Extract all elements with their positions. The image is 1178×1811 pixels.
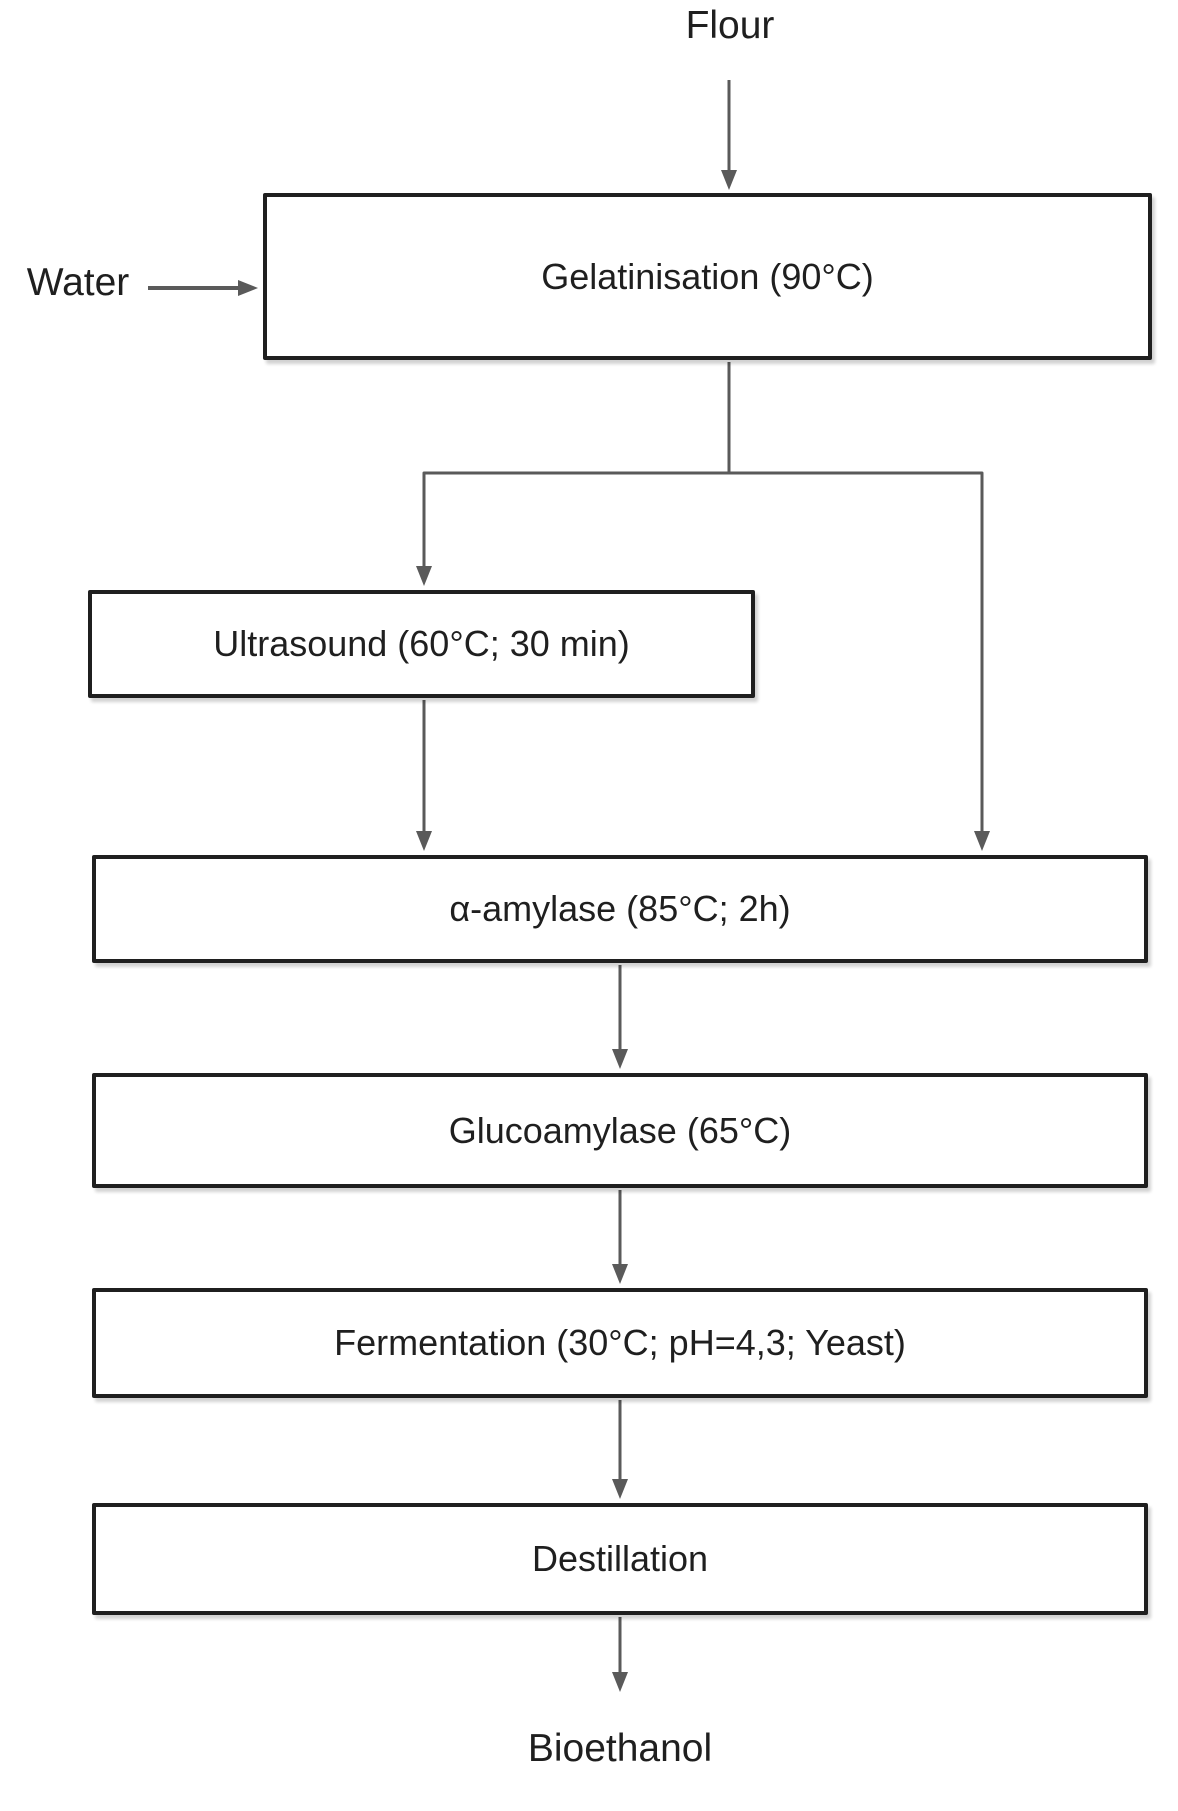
process-box-ultrasound-label: Ultrasound (60°C; 30 min) xyxy=(213,623,630,665)
input-label-water: Water xyxy=(26,261,130,304)
process-box-fermentation-label: Fermentation (30°C; pH=4,3; Yeast) xyxy=(334,1322,906,1364)
process-box-ultrasound: Ultrasound (60°C; 30 min) xyxy=(88,590,755,698)
process-box-alpha-amylase-label: α-amylase (85°C; 2h) xyxy=(449,888,791,930)
output-label-bioethanol: Bioethanol xyxy=(527,1727,713,1770)
process-box-gelatinisation: Gelatinisation (90°C) xyxy=(263,193,1152,360)
arrow-gelatinisation-to-alpha-amylase xyxy=(729,471,990,851)
process-box-glucoamylase: Glucoamylase (65°C) xyxy=(92,1073,1148,1188)
arrow-gelatinisation-to-ultrasound xyxy=(416,362,731,586)
process-box-glucoamylase-label: Glucoamylase (65°C) xyxy=(448,1109,792,1151)
process-box-gelatinisation-label: Gelatinisation (90°C) xyxy=(541,255,874,297)
process-box-alpha-amylase: α-amylase (85°C; 2h) xyxy=(92,855,1148,963)
process-box-destillation: Destillation xyxy=(92,1503,1148,1615)
process-box-fermentation: Fermentation (30°C; pH=4,3; Yeast) xyxy=(92,1288,1148,1398)
input-label-flour: Flour xyxy=(685,4,775,47)
process-box-destillation-label: Destillation xyxy=(531,1538,709,1580)
